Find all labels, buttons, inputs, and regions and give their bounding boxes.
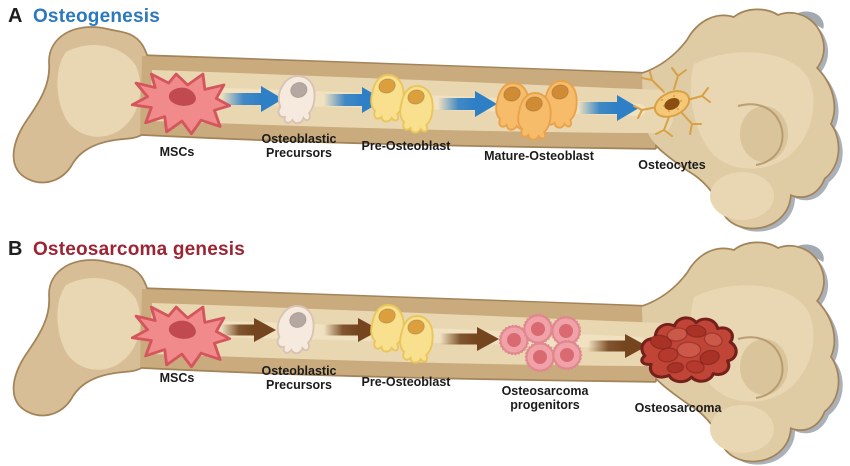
panel-a-letter: A bbox=[8, 5, 23, 27]
label-mature-osteoblast: Mature-Osteoblast bbox=[484, 149, 594, 163]
label-pre-osteoblast-a: Pre-Osteoblast bbox=[361, 139, 451, 153]
panel-b-title: Osteosarcoma genesis bbox=[32, 239, 245, 260]
panel-a-title: Osteogenesis bbox=[32, 6, 160, 27]
label-osteosarcoma-progenitors: Osteosarcoma progenitors bbox=[501, 384, 589, 412]
osteoblastic-precursor-cell bbox=[277, 75, 316, 125]
arrow-a3 bbox=[438, 91, 497, 117]
panel-a-header: A Osteogenesis bbox=[8, 5, 160, 28]
panel-b-artwork bbox=[0, 233, 850, 466]
arrow-b2 bbox=[324, 318, 380, 342]
label-osteoblastic-precursors-b: Osteoblastic Precursors bbox=[261, 364, 337, 392]
osteoblastic-precursor-cell bbox=[276, 305, 315, 355]
label-osteoblastic-precursors-a: Osteoblastic Precursors bbox=[261, 132, 337, 160]
osteocyte-cell bbox=[633, 67, 711, 137]
arrow-a4 bbox=[578, 95, 639, 121]
panel-osteosarcoma-genesis: B Osteosarcoma genesis bbox=[0, 233, 850, 466]
label-mscs-a: MSCs bbox=[159, 145, 195, 159]
arrow-b4 bbox=[588, 334, 647, 358]
label-pre-osteoblast-b: Pre-Osteoblast bbox=[361, 375, 451, 389]
panel-b-letter: B bbox=[8, 238, 23, 260]
arrow-b3 bbox=[440, 327, 499, 351]
label-osteocytes: Osteocytes bbox=[638, 158, 706, 172]
panel-b-header: B Osteosarcoma genesis bbox=[8, 238, 245, 261]
panel-a-artwork bbox=[0, 0, 850, 233]
label-osteosarcoma: Osteosarcoma bbox=[634, 401, 722, 415]
panel-osteogenesis: A Osteogenesis bbox=[0, 0, 850, 233]
arrow-a1 bbox=[221, 86, 283, 112]
arrow-b1 bbox=[221, 318, 276, 342]
osteosarcoma-tumor bbox=[640, 316, 738, 384]
label-mscs-b: MSCs bbox=[159, 371, 195, 385]
